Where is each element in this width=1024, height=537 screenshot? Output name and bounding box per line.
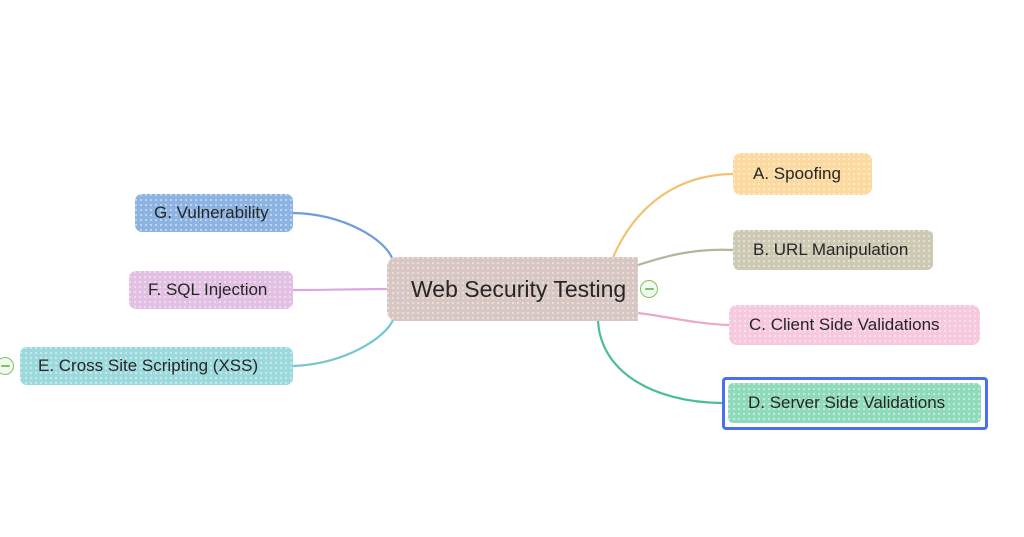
mindmap-node-c-client-side-validations[interactable]: C. Client Side Validations [729, 305, 980, 345]
minus-bar [0, 365, 10, 367]
node-e-label: E. Cross Site Scripting (XSS) [38, 356, 259, 375]
connector-root-to-b [637, 248, 734, 267]
node-g-label: G. Vulnerability [154, 203, 269, 222]
minus-bar [644, 288, 654, 290]
node-b-label: B. URL Manipulation [753, 240, 909, 259]
connector-root-to-g [292, 211, 394, 259]
mindmap-node-b-url-manipulation[interactable]: B. URL Manipulation [733, 230, 933, 270]
connector-root-to-d [596, 319, 723, 405]
mindmap-root-label: Web Security Testing [411, 275, 627, 302]
node-d-label: D. Server Side Validations [748, 393, 946, 412]
collapse-minus-icon-root[interactable] [640, 280, 658, 298]
mindmap-node-a-spoofing[interactable]: A. Spoofing [733, 153, 872, 195]
connector-root-to-c [637, 311, 730, 327]
mindmap-node-d-server-side-validations[interactable]: D. Server Side Validations [728, 383, 981, 423]
connector-root-to-e [292, 319, 395, 368]
mindmap-node-g-vulnerability[interactable]: G. Vulnerability [135, 194, 293, 232]
collapse-minus-icon-node-e[interactable] [0, 357, 14, 375]
mindmap-root-node[interactable]: Web Security Testing [387, 257, 638, 321]
node-c-label: C. Client Side Validations [749, 315, 940, 334]
connector-root-to-f [292, 287, 388, 292]
node-f-label: F. SQL Injection [148, 280, 268, 299]
mindmap-node-e-cross-site-scripting[interactable]: E. Cross Site Scripting (XSS) [20, 347, 293, 385]
mindmap-node-f-sql-injection[interactable]: F. SQL Injection [129, 271, 293, 309]
node-a-label: A. Spoofing [753, 164, 841, 183]
